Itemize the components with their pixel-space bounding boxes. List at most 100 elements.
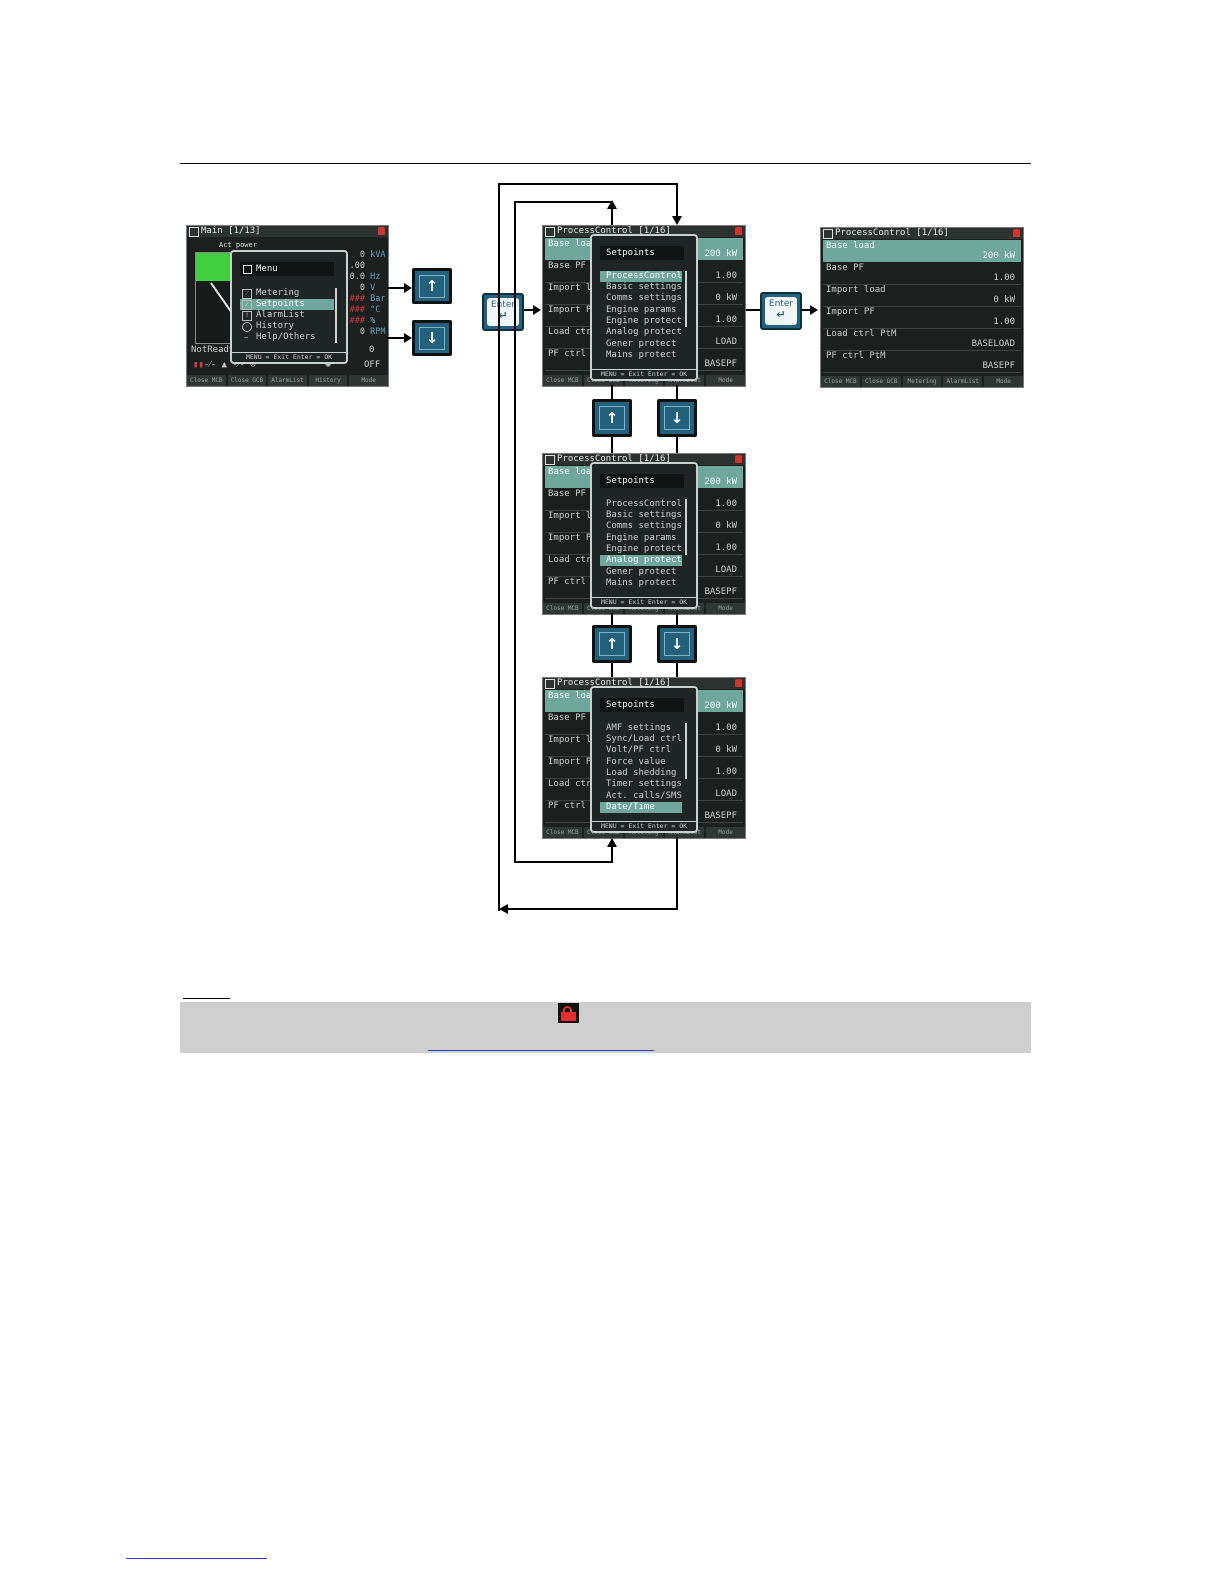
setpoints-item[interactable]: Engine protect [606, 544, 682, 554]
alarmlist-button[interactable]: AlarmList [943, 376, 983, 387]
home-icon [189, 227, 199, 237]
loop-line [514, 861, 613, 863]
setpoints-scrollbar[interactable] [685, 723, 687, 779]
menu-item-metering[interactable]: ⁄Metering [240, 288, 334, 299]
setpoints-scrollbar[interactable] [685, 271, 687, 327]
menu-scrollbar[interactable] [335, 288, 337, 343]
arrow-line [387, 337, 405, 339]
up-key[interactable]: ↑ [412, 268, 452, 304]
setpoints-item[interactable]: Load shedding [606, 768, 677, 778]
main-screen: Main [1/13] Act power 0 kVA .00 0.0 Hz 0… [186, 225, 389, 387]
setpoints-popup: Setpoints ProcessControl Basic settings … [590, 462, 698, 609]
setpoints-item[interactable]: ProcessControl [606, 499, 682, 509]
menu-item-setpoints[interactable]: ⁄Setpoints [240, 299, 334, 310]
setpoints-item[interactable]: Engine params [606, 305, 677, 315]
main-values: 0 kVA .00 0.0 Hz 0 V ### Bar ### °C ### … [347, 250, 387, 338]
lock-icon [735, 679, 742, 687]
setpoints-item[interactable]: Basic settings [606, 282, 682, 292]
close-gcb-button[interactable]: Close GCB [227, 375, 267, 386]
loop-line [611, 846, 613, 863]
setpoints-item[interactable]: Date/Time [600, 802, 682, 813]
enter-key[interactable]: Enter↵ [482, 293, 524, 331]
close-mcb-button[interactable]: Close MCB [543, 827, 582, 838]
breaker-status-icons: ▮▮-⁄- ▲ -⁄- ⊙ [193, 360, 256, 370]
menu-item-alarmlist[interactable]: !AlarmList [240, 310, 334, 321]
mode-button[interactable]: Mode [984, 376, 1023, 387]
value-row: 0 V [359, 283, 376, 293]
down-key[interactable]: ↓ [412, 320, 452, 356]
arrowhead-right [404, 333, 412, 343]
setpoints-item[interactable]: Force value [606, 757, 666, 767]
arrowhead-up [607, 838, 617, 847]
value-row: ### °C [349, 305, 381, 315]
up-key[interactable]: ↑ [592, 625, 632, 663]
setpoints-item[interactable]: Timer settings [606, 779, 682, 789]
setpoints-item[interactable]: Analog protect [600, 555, 682, 566]
mode-button[interactable]: Mode [706, 827, 745, 838]
setpoints-item[interactable]: AMF settings [606, 723, 672, 733]
note-link-underline[interactable] [428, 1050, 654, 1051]
mode-button[interactable]: Mode [706, 603, 745, 614]
alarm-icon: ! [242, 311, 252, 321]
footer-link-underline[interactable] [126, 1558, 267, 1559]
setpoints-item[interactable]: Mains protect [606, 350, 677, 360]
setpoints-title: Setpoints [600, 246, 684, 260]
pc-title: ProcessControl [1/16] [557, 226, 671, 236]
setpoints-scrollbar[interactable] [685, 499, 687, 555]
menu-footer: MENU = Exit Enter = OK [232, 352, 346, 362]
close-mcb-button[interactable]: Close MCB [821, 376, 860, 387]
clock-icon: · [242, 322, 252, 332]
alarmlist-button[interactable]: AlarmList [268, 375, 307, 386]
setpoints-title: Setpoints [600, 698, 684, 712]
gauge-label: Act power [219, 241, 257, 249]
pc-title: ProcessControl [1/16] [557, 454, 671, 464]
setpoints-item[interactable]: Act. calls/SMS [606, 791, 682, 801]
setpoints-item[interactable]: Sync/Load ctrl [606, 734, 682, 744]
menu-item-history[interactable]: ·History [240, 321, 334, 332]
lock-icon [1013, 229, 1020, 237]
pc-title: ProcessControl [1/16] [557, 678, 671, 688]
setpoints-item[interactable]: Mains protect [606, 578, 677, 588]
down-key[interactable]: ↓ [657, 399, 697, 437]
setpoints-item[interactable]: Comms settings [606, 293, 682, 303]
arrow-line [387, 287, 405, 289]
enter-arrow-icon: ↵ [776, 308, 786, 321]
value-row: 0.0 Hz [349, 272, 381, 282]
close-mcb-button[interactable]: Close MCB [187, 375, 226, 386]
setpoints-item[interactable]: Basic settings [606, 510, 682, 520]
mode-button[interactable]: Mode [349, 375, 388, 386]
up-key[interactable]: ↑ [592, 399, 632, 437]
fan-icon: ✺ [325, 359, 332, 370]
setpoints-item[interactable]: Comms settings [606, 521, 682, 531]
setpoints-item[interactable]: Analog protect [606, 327, 682, 337]
enter-key[interactable]: Enter↵ [760, 292, 802, 330]
setpoints-item[interactable]: Engine protect [606, 316, 682, 326]
metering-button[interactable]: Metering [902, 376, 942, 387]
loop-line [498, 183, 678, 185]
up-arrow-icon: ↑ [425, 277, 439, 295]
down-key[interactable]: ↓ [657, 625, 697, 663]
pc-button-bar: Close MCB Close GCB Metering AlarmList M… [821, 376, 1023, 387]
arrow-line [802, 309, 811, 311]
setpoints-item[interactable]: Volt/PF ctrl [606, 745, 672, 755]
arrowhead-left [499, 904, 508, 914]
setpoints-item[interactable]: Engine params [606, 533, 677, 543]
setpoints-item[interactable]: ProcessControl [600, 271, 682, 282]
close-gcb-button[interactable]: Close GCB [861, 376, 901, 387]
close-mcb-button[interactable]: Close MCB [543, 603, 582, 614]
pc-title-bar: ProcessControl [1/16] [543, 226, 745, 237]
mode-button[interactable]: Mode [706, 375, 745, 386]
history-button[interactable]: History [308, 375, 348, 386]
menu-item-help-others[interactable]: …Help/Others [240, 332, 334, 343]
close-mcb-button[interactable]: Close MCB [543, 375, 582, 386]
setpoints-item[interactable]: Gener protect [606, 339, 677, 349]
setpoints-item[interactable]: Gener protect [606, 567, 677, 577]
